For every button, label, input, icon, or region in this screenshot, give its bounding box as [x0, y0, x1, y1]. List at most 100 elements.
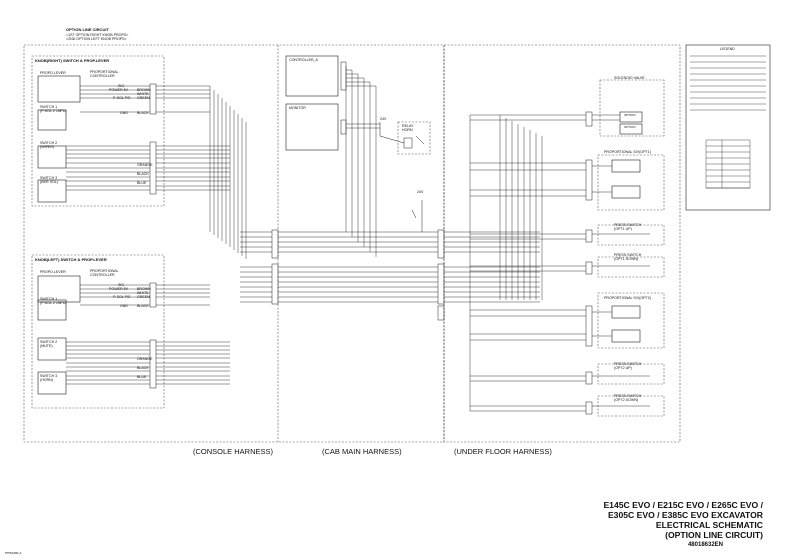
pin-sig-l: SIG	[118, 283, 125, 287]
pin-gnd-l: GND	[120, 304, 128, 308]
wire-white-r: WHITE	[137, 92, 149, 96]
connector-7	[437, 263, 445, 305]
switch2-right-l1: SWITCH 2	[40, 141, 58, 145]
relay-label-l1: RELAY	[402, 124, 414, 128]
relay-frame	[397, 121, 431, 155]
connector-14	[585, 371, 593, 385]
connector-2	[149, 282, 157, 308]
option-valve-2	[619, 123, 643, 135]
header-sub1: <1ST OPTION RIGHT KNOB PROPS>	[66, 33, 129, 37]
prop-sv1-title: PROPORTIONAL S/V(OPT1)	[604, 150, 651, 154]
option-label-1: OPTION	[624, 113, 636, 117]
connector-1	[149, 141, 157, 195]
switch3-right-l1: SWITCH 3	[40, 176, 58, 180]
press-sw1-dn-l1: PRESS.SWITCH	[614, 253, 642, 257]
controller-right-l1: PROPORTIONAL	[90, 70, 119, 74]
switch1-left-l2: (P-SOL 2 1NPU)	[40, 301, 67, 305]
connector-5	[271, 263, 279, 305]
controller-a-label: CONTROLLER_A	[289, 58, 318, 62]
wire-black2-l: BLACK	[137, 366, 149, 370]
pin-psol-l: P-SOL P/S	[113, 295, 131, 299]
cab-harness-label: (CAB MAIN HARNESS)	[322, 447, 402, 456]
prop-lever-right-label: PROPO.LEVER	[40, 71, 66, 75]
opt2-valve-a	[611, 305, 641, 319]
switch1-right-l2: (P-SOL 2 1NPU)	[40, 109, 67, 113]
switch3-right-l2: (BKR SOL)	[40, 180, 58, 184]
knob-left-frame	[31, 254, 165, 409]
opt1-valve-b	[611, 185, 641, 199]
wire-brown-l: BROWN	[137, 287, 151, 291]
legend-title: LEGEND	[720, 47, 735, 51]
connector-17	[340, 119, 347, 135]
console-harness-frame	[23, 44, 445, 443]
solenoid-valve-frame	[599, 79, 665, 137]
prop-sv2-frame	[597, 292, 665, 349]
wire-white-l: WHITE	[137, 291, 149, 295]
press-sw1-up-l1: PRESS.SWITCH	[614, 223, 642, 227]
pin-psol-r: P-SOL P/S	[113, 96, 131, 100]
legend-box	[685, 44, 771, 211]
wire-black-l: BLACK	[137, 304, 149, 308]
connector-16	[340, 61, 347, 91]
switch3-left-l1: SWITCH 3	[40, 374, 58, 378]
wire-orange-l: ORANGE	[137, 357, 153, 361]
switch3-left-l2: (HORN)	[40, 378, 53, 382]
title-line1: E145C EVO / E215C EVO / E265C EVO /	[603, 500, 763, 510]
switch2-left-box	[37, 337, 67, 361]
switch2-right-box	[37, 145, 67, 169]
relay-coil	[403, 137, 413, 149]
circuit-title: OPTION LINE CIRCUIT	[66, 27, 109, 32]
press-sw1-dn-frame	[597, 256, 665, 278]
monitor-label: MONITOR	[289, 106, 306, 110]
switch2-left-l2: (MUTE)	[40, 344, 53, 348]
controller-left-l2: CONTROLLER	[90, 273, 115, 277]
relay-label-l2: HORN	[402, 128, 413, 132]
v24-fuse: 24V	[417, 190, 424, 194]
console-harness-label: (CONSOLE HARNESS)	[193, 447, 274, 456]
switch1-left-l1: SWITCH 1	[40, 297, 58, 301]
title-block: E145C EVO / E215C EVO / E265C EVO / E305…	[560, 500, 763, 552]
controller-a-box	[285, 55, 339, 97]
title-line3: ELECTRICAL SCHEMATIC	[655, 520, 763, 530]
switch1-left-box	[37, 299, 67, 321]
press-sw1-dn-l2: (OPT1 DOWN)	[614, 257, 639, 261]
connector-6	[437, 229, 445, 259]
connector-10	[585, 159, 593, 201]
solenoid-valve-title: SOLENOID VALVE	[614, 76, 645, 80]
press-sw2-up-l1: PRESS.SWITCH	[614, 362, 642, 366]
connector-8	[437, 305, 445, 321]
wire-brown-r: BROWN	[137, 88, 151, 92]
option-valve-1	[619, 111, 643, 123]
pin-power-r: POWER 5V	[109, 88, 128, 92]
wire-green-r: GREEN	[137, 96, 150, 100]
pin-gnd-r: GND	[120, 111, 128, 115]
v24-relay: 24V	[380, 117, 387, 121]
knob-right-frame	[31, 55, 165, 207]
opt2-valve-b	[611, 329, 641, 343]
switch2-left-l1: SWITCH 2	[40, 340, 58, 344]
prop-lever-right-box	[37, 75, 81, 103]
switch3-right-box	[37, 179, 67, 203]
footer-code: 87551080-A	[5, 551, 22, 555]
monitor-box	[285, 103, 339, 151]
connector-13	[585, 305, 593, 347]
knob-right-title: KNOB(RIGHT) SWITCH & PROP.LEVER	[35, 58, 110, 63]
press-sw1-up-frame	[597, 224, 665, 246]
option-label-2: OPTION	[624, 125, 636, 129]
connector-15	[585, 401, 593, 415]
press-sw2-dn-l2: (OPT2 DOWN)	[614, 398, 639, 402]
opt1-valve-a	[611, 159, 641, 173]
controller-left-l1: PROPORTIONAL	[90, 269, 119, 273]
switch1-right-l1: SWITCH 1	[40, 105, 58, 109]
pin-sig-r: SIG	[118, 84, 125, 88]
connector-11	[585, 229, 593, 243]
wire-blue-r: BLUE	[137, 181, 147, 185]
connector-4	[271, 229, 279, 259]
part-number: 48018632EN	[687, 542, 723, 548]
connector-9	[585, 111, 593, 127]
press-sw2-up-l2: (OPT2 UP)	[614, 366, 632, 370]
pin-power-l: POWER 5V	[109, 287, 128, 291]
prop-sv2-title: PROPORTIONAL S/V(OPT2)	[604, 296, 651, 300]
